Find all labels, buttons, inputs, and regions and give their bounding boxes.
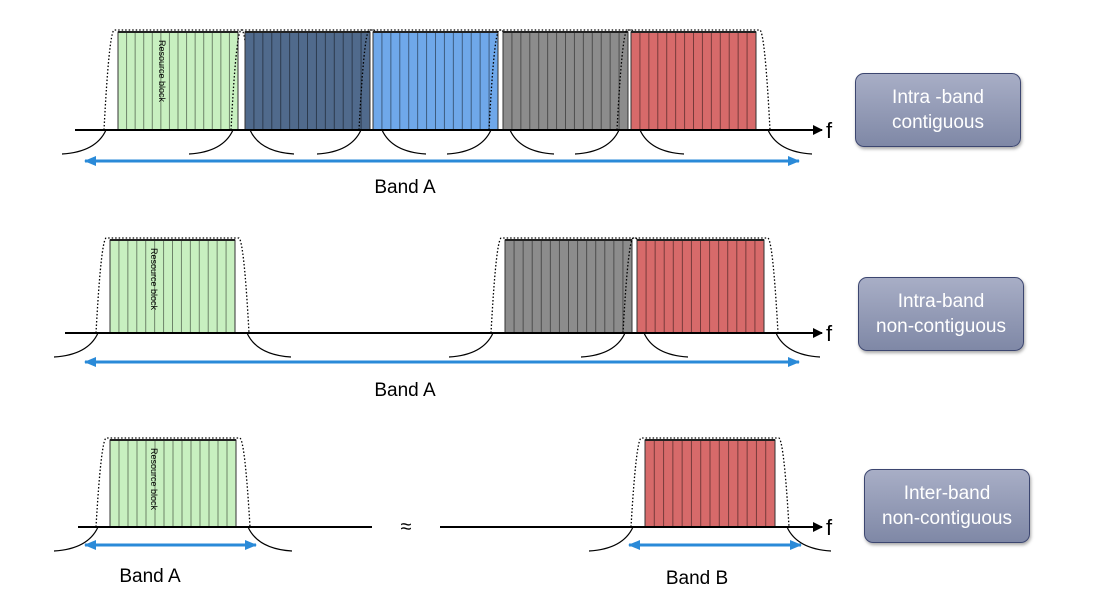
component-carrier-green [53,437,293,552]
resource-block-label: Resource block [149,448,159,511]
label-line: contiguous [892,112,984,133]
component-carrier-red [588,437,832,552]
band-b-label: Band B [666,568,728,589]
row-intra-band-non-contiguous: Resource block f Band A [53,237,833,401]
band-a-label: Band A [119,566,181,587]
frequency-axis-label: f [826,515,833,540]
label-line: Intra-band [897,291,985,312]
component-carrier-red [574,29,813,155]
band-a-label: Band A [374,177,436,198]
frequency-axis-label: f [826,118,833,143]
band-a-label: Band A [374,380,436,401]
resource-block-label: Resource block [149,248,159,311]
label-intra-band-contiguous: Intra -band contiguous [855,73,1021,147]
frequency-axis-label: f [826,321,833,346]
frequency-gap-symbol: ≈ [401,516,412,538]
component-carrier-green [53,237,292,358]
component-carrier-gray [446,29,685,155]
component-carrier-blue [316,29,555,155]
component-carrier-red [580,237,821,358]
label-line: Inter-band [903,483,991,504]
resource-block-label: Resource block [157,40,167,103]
component-carrier-navy [188,29,427,155]
component-carrier-gray [448,237,689,358]
label-intra-band-non-contiguous: Intra-band non-contiguous [858,277,1024,351]
row-intra-band-contiguous: Resource block f Band A [61,29,833,198]
label-inter-band-non-contiguous: Inter-band non-contiguous [864,469,1030,543]
label-line: non-contiguous [882,508,1012,529]
label-line: Intra -band [892,87,984,108]
component-carrier-green [61,29,295,155]
label-line: non-contiguous [876,316,1006,337]
row-inter-band-non-contiguous: Resource block ≈ f Band A Band B [53,437,833,589]
